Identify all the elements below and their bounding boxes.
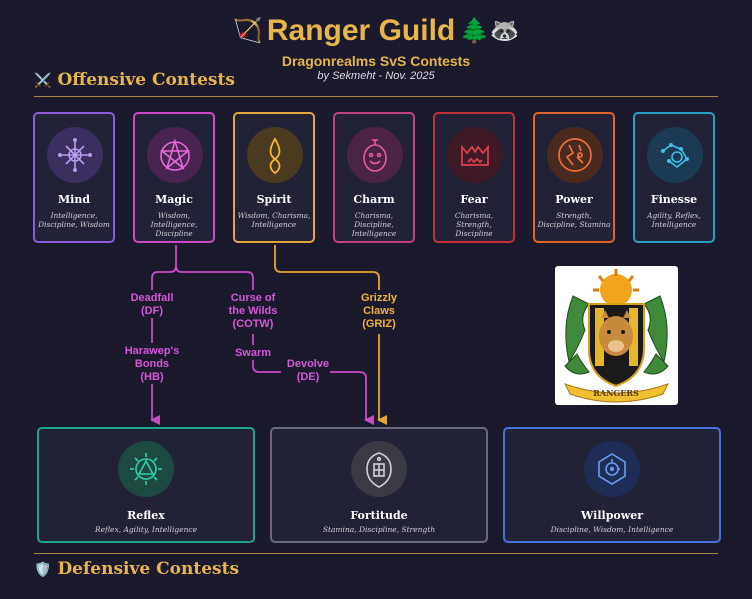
fortitude-shield-icon xyxy=(351,441,407,497)
card-name: Power xyxy=(555,193,593,206)
crest-cougar xyxy=(599,310,633,356)
reflex-sun-icon xyxy=(118,441,174,497)
pentagram-icon xyxy=(147,127,203,183)
card-name: Fortitude xyxy=(350,509,408,522)
bow-and-arrow-icon: 🏹 xyxy=(232,17,263,45)
devolve-label: Devolve (DE) xyxy=(286,358,330,383)
screaming-face-icon xyxy=(447,127,503,183)
deadfall-label: Deadfall (DF) xyxy=(130,292,174,317)
offensive-divider xyxy=(34,96,718,97)
defensive-heading-text: Defensive Contests xyxy=(57,559,240,579)
card-name: Fear xyxy=(460,193,488,206)
card-attributes: Intelligence, Discipline, Wisdom xyxy=(38,211,110,229)
devolve-to-fortitude-arrow xyxy=(330,371,374,425)
card-name: Finesse xyxy=(650,193,698,206)
card-finesse: Finesse Agility, Reflex, Intelligence xyxy=(633,112,715,243)
card-willpower: Willpower Discipline, Wisdom, Intelligen… xyxy=(503,427,721,543)
card-attributes: Charisma, Strength, Discipline xyxy=(454,211,494,238)
card-attributes: Reflex, Agility, Intelligence xyxy=(94,525,198,534)
card-fear: Fear Charisma, Strength, Discipline xyxy=(433,112,515,243)
spirit-flow-lines xyxy=(274,245,387,425)
card-attributes: Discipline, Wisdom, Intelligence xyxy=(550,525,674,534)
card-name: Charm xyxy=(353,193,395,206)
smiling-face-icon xyxy=(347,127,403,183)
grizzly-claws-label: Grizzly Claws (GRIZ) xyxy=(360,292,398,330)
card-attributes: Agility, Reflex, Intelligence xyxy=(647,211,701,229)
card-name: Mind xyxy=(57,193,91,206)
card-attributes: Strength, Discipline, Stamina xyxy=(537,211,611,229)
card-power: Power Strength, Discipline, Stamina xyxy=(533,112,615,243)
card-name: Reflex xyxy=(127,509,165,522)
title-row: 🏹 Ranger Guild 🌲🦝 xyxy=(0,14,752,48)
defensive-heading: 🛡️ Defensive Contests xyxy=(34,559,239,579)
magic-to-deadfall-line xyxy=(151,245,177,290)
evergreen-tree-icon: 🌲 xyxy=(459,17,490,45)
swarm-to-devolve-line xyxy=(252,360,281,373)
offensive-heading: ⚔️ Offensive Contests xyxy=(34,70,235,90)
magic-flow-lines xyxy=(150,245,374,425)
crest-banner-text: RANGERS xyxy=(593,388,639,398)
card-attributes: Wisdom, Charisma, Intelligence xyxy=(237,211,311,229)
curse-of-the-wilds-label: Curse of the Wilds (COTW) xyxy=(228,292,278,330)
card-name: Spirit xyxy=(256,193,292,206)
mind-compass-icon xyxy=(47,127,103,183)
magic-to-curse-line xyxy=(175,265,254,290)
card-name: Willpower xyxy=(581,509,643,522)
spirit-flame-icon xyxy=(247,127,303,183)
defensive-divider xyxy=(34,553,718,554)
raccoon-icon: 🦝 xyxy=(489,17,520,45)
card-charm: Charm Charisma, Discipline, Intelligence xyxy=(333,112,415,243)
willpower-eye-icon xyxy=(584,441,640,497)
page-subtitle: Dragonrealms SvS Contests xyxy=(281,53,471,69)
card-magic: Magic Wisdom, Intelligence, Discipline xyxy=(133,112,215,243)
offensive-heading-text: Offensive Contests xyxy=(57,70,235,90)
card-fortitude: Fortitude Stamina, Discipline, Strength xyxy=(270,427,488,543)
swarm-label: Swarm xyxy=(234,347,272,359)
crossed-swords-icon: ⚔️ xyxy=(34,73,52,89)
card-reflex: Reflex Reflex, Agility, Intelligence xyxy=(37,427,255,543)
power-rune-icon xyxy=(547,127,603,183)
hareweps-bonds-label: Harawep's Bonds (HB) xyxy=(124,345,180,383)
page-title: Ranger Guild xyxy=(266,14,456,47)
card-attributes: Wisdom, Intelligence, Discipline xyxy=(150,211,198,238)
card-mind: Mind Intelligence, Discipline, Wisdom xyxy=(33,112,115,243)
spirit-to-griz-line xyxy=(274,245,380,290)
card-attributes: Charisma, Discipline, Intelligence xyxy=(351,211,397,238)
shield-icon: 🛡️ xyxy=(34,562,52,578)
card-name: Magic xyxy=(155,193,193,206)
card-spirit: Spirit Wisdom, Charisma, Intelligence xyxy=(233,112,315,243)
crest-sun xyxy=(593,269,639,306)
byline: by Sekmeht - Nov. 2025 xyxy=(317,70,435,82)
ranger-crest-icon: RANGERS xyxy=(555,266,678,405)
constellation-icon xyxy=(647,127,703,183)
card-attributes: Stamina, Discipline, Strength xyxy=(322,525,436,534)
